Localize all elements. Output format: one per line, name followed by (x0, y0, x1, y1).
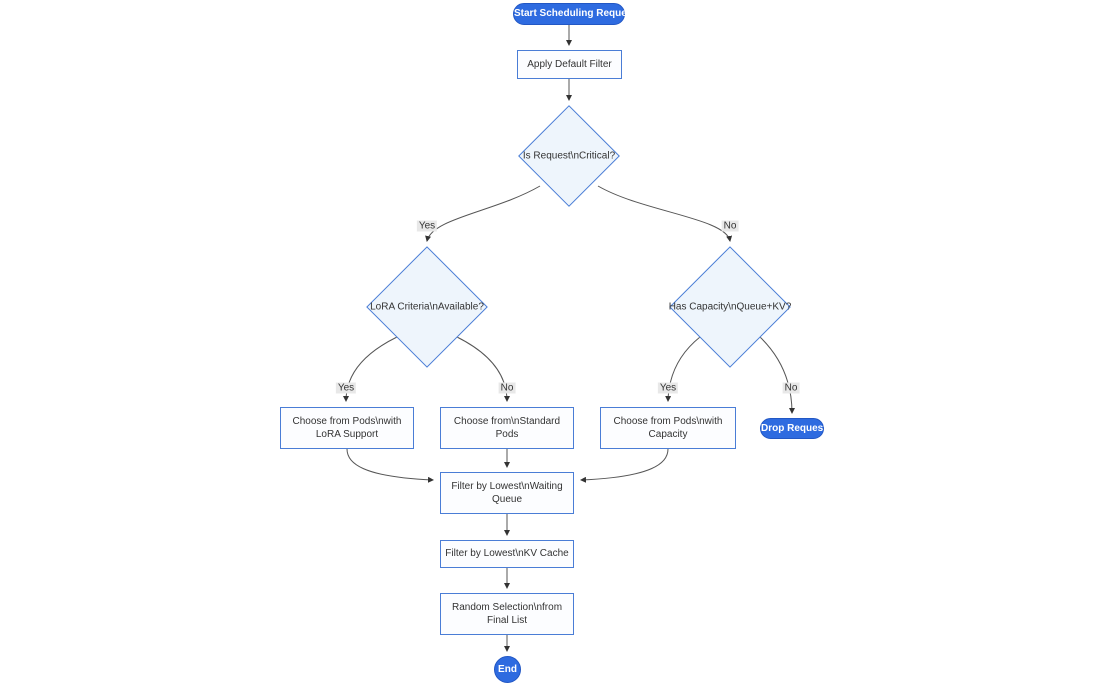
node-choose-pods-lora-label: Choose from Pods\nwith LoRA Support (292, 415, 402, 440)
edge-choose-capacity-to-filter-queue (580, 448, 669, 483)
edge-label-capacity-no: No (782, 382, 800, 394)
node-random-selection-label: Random Selection\nfrom Final List (451, 601, 563, 626)
node-choose-pods-capacity: Choose from Pods\nwith Capacity (600, 407, 736, 449)
node-is-request-critical-label: Is Request\nCritical? (522, 150, 616, 162)
node-apply-default-filter: Apply Default Filter (517, 50, 622, 79)
node-end-label: End (498, 663, 517, 675)
node-has-capacity-queue-kv-label: Has Capacity\nQueue+KV? (668, 301, 792, 313)
edge-label-critical-no: No (721, 220, 739, 232)
node-apply-default-filter-label: Apply Default Filter (527, 58, 612, 70)
node-end: End (494, 656, 521, 683)
node-random-selection: Random Selection\nfrom Final List (440, 593, 574, 635)
edge-capacity-no-to-drop (759, 336, 795, 414)
node-drop-request: Drop Request (760, 418, 827, 439)
node-lora-criteria-available-label: LoRA Criteria\nAvailable? (370, 301, 484, 313)
edge-label-lora-yes: Yes (335, 382, 357, 394)
edge-choose-lora-to-filter-queue (346, 448, 434, 483)
edge-label-critical-yes: Yes (416, 220, 438, 232)
node-start-label: Start Scheduling Request (514, 8, 636, 20)
node-choose-standard-pods-label: Choose from\nStandard Pods (453, 415, 561, 440)
node-choose-pods-capacity-label: Choose from Pods\nwith Capacity (613, 415, 723, 440)
node-drop-request-label: Drop Request (761, 422, 827, 434)
node-start: Start Scheduling Request (513, 3, 636, 25)
node-filter-waiting-queue-label: Filter by Lowest\nWaiting Queue (451, 480, 563, 505)
edge-label-lora-no: No (498, 382, 516, 394)
edge-critical-yes-to-lora (425, 185, 541, 242)
node-filter-kv-cache: Filter by Lowest\nKV Cache (440, 540, 574, 568)
node-choose-pods-lora: Choose from Pods\nwith LoRA Support (280, 407, 414, 449)
node-filter-kv-cache-label: Filter by Lowest\nKV Cache (445, 548, 569, 560)
edge-critical-no-to-capacity (597, 185, 733, 242)
edge-label-capacity-yes: Yes (657, 382, 679, 394)
edge-capacity-yes-to-choose-capacity (665, 336, 701, 402)
node-filter-waiting-queue: Filter by Lowest\nWaiting Queue (440, 472, 574, 514)
node-choose-standard-pods: Choose from\nStandard Pods (440, 407, 574, 449)
